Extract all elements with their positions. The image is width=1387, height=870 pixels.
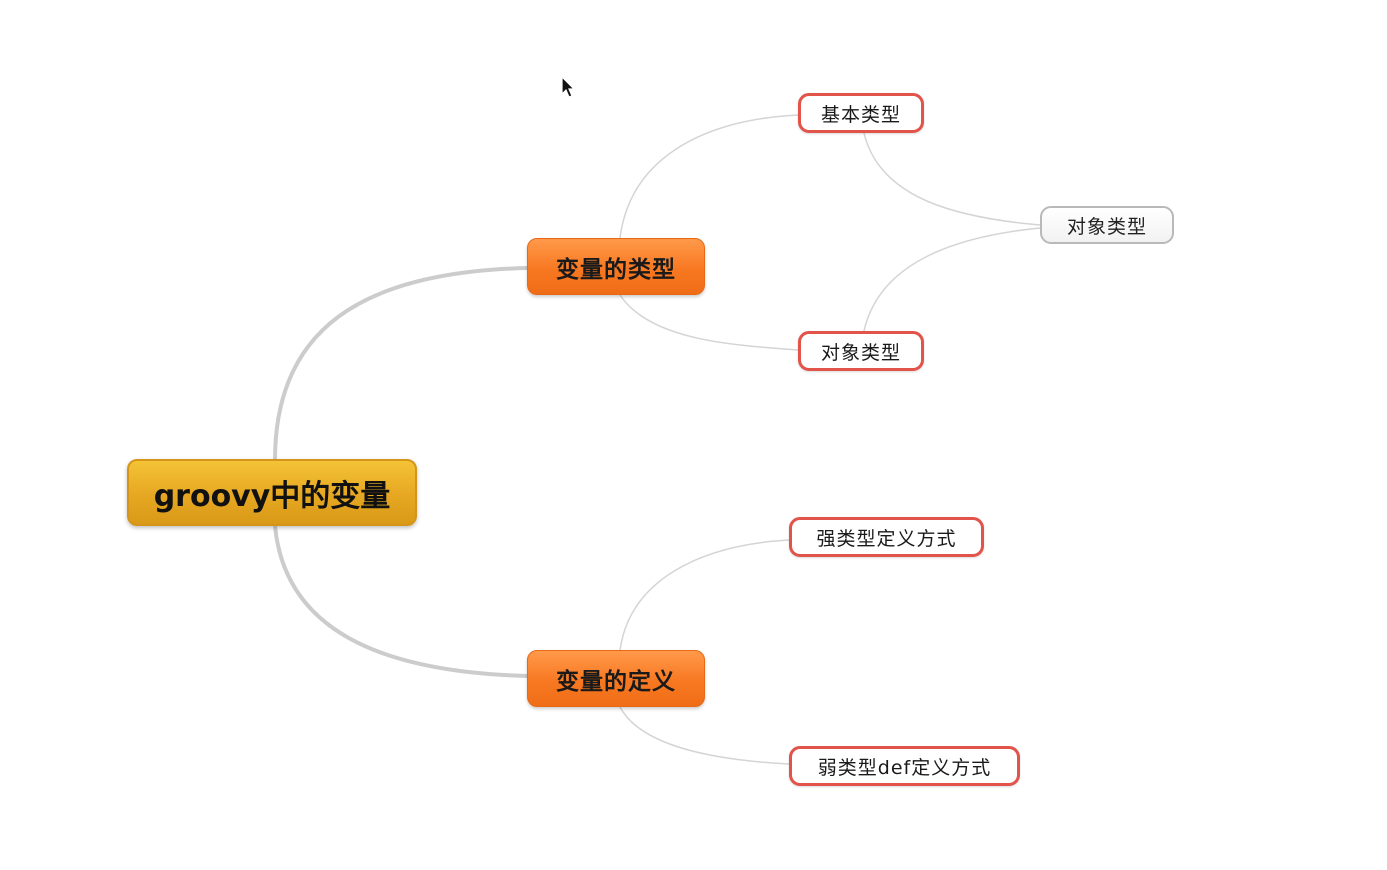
link-type-to-basic bbox=[619, 114, 799, 239]
link-root-to-def bbox=[273, 525, 528, 678]
link-def-to-strong bbox=[619, 539, 790, 651]
branch-node-variable-types[interactable]: 变量的类型 bbox=[527, 238, 705, 295]
leaf-node-object-types[interactable]: 对象类型 bbox=[798, 331, 924, 371]
branch-node-variable-definition[interactable]: 变量的定义 bbox=[527, 650, 705, 707]
root-node[interactable]: groovy中的变量 bbox=[127, 459, 417, 526]
link-def-to-weak bbox=[619, 706, 790, 765]
link-root-to-type bbox=[273, 266, 528, 461]
leaf-node-weak-typing-def[interactable]: 弱类型def定义方式 bbox=[789, 746, 1020, 786]
merge-node-object-types[interactable]: 对象类型 bbox=[1040, 206, 1174, 244]
leaf-node-strong-typing[interactable]: 强类型定义方式 bbox=[789, 517, 984, 557]
link-type-to-obj bbox=[619, 294, 799, 351]
leaf-node-basic-types[interactable]: 基本类型 bbox=[798, 93, 924, 133]
mouse-pointer-icon bbox=[561, 76, 576, 98]
link-obj-to-objg bbox=[863, 227, 1041, 332]
link-basic-to-objg bbox=[863, 132, 1041, 226]
